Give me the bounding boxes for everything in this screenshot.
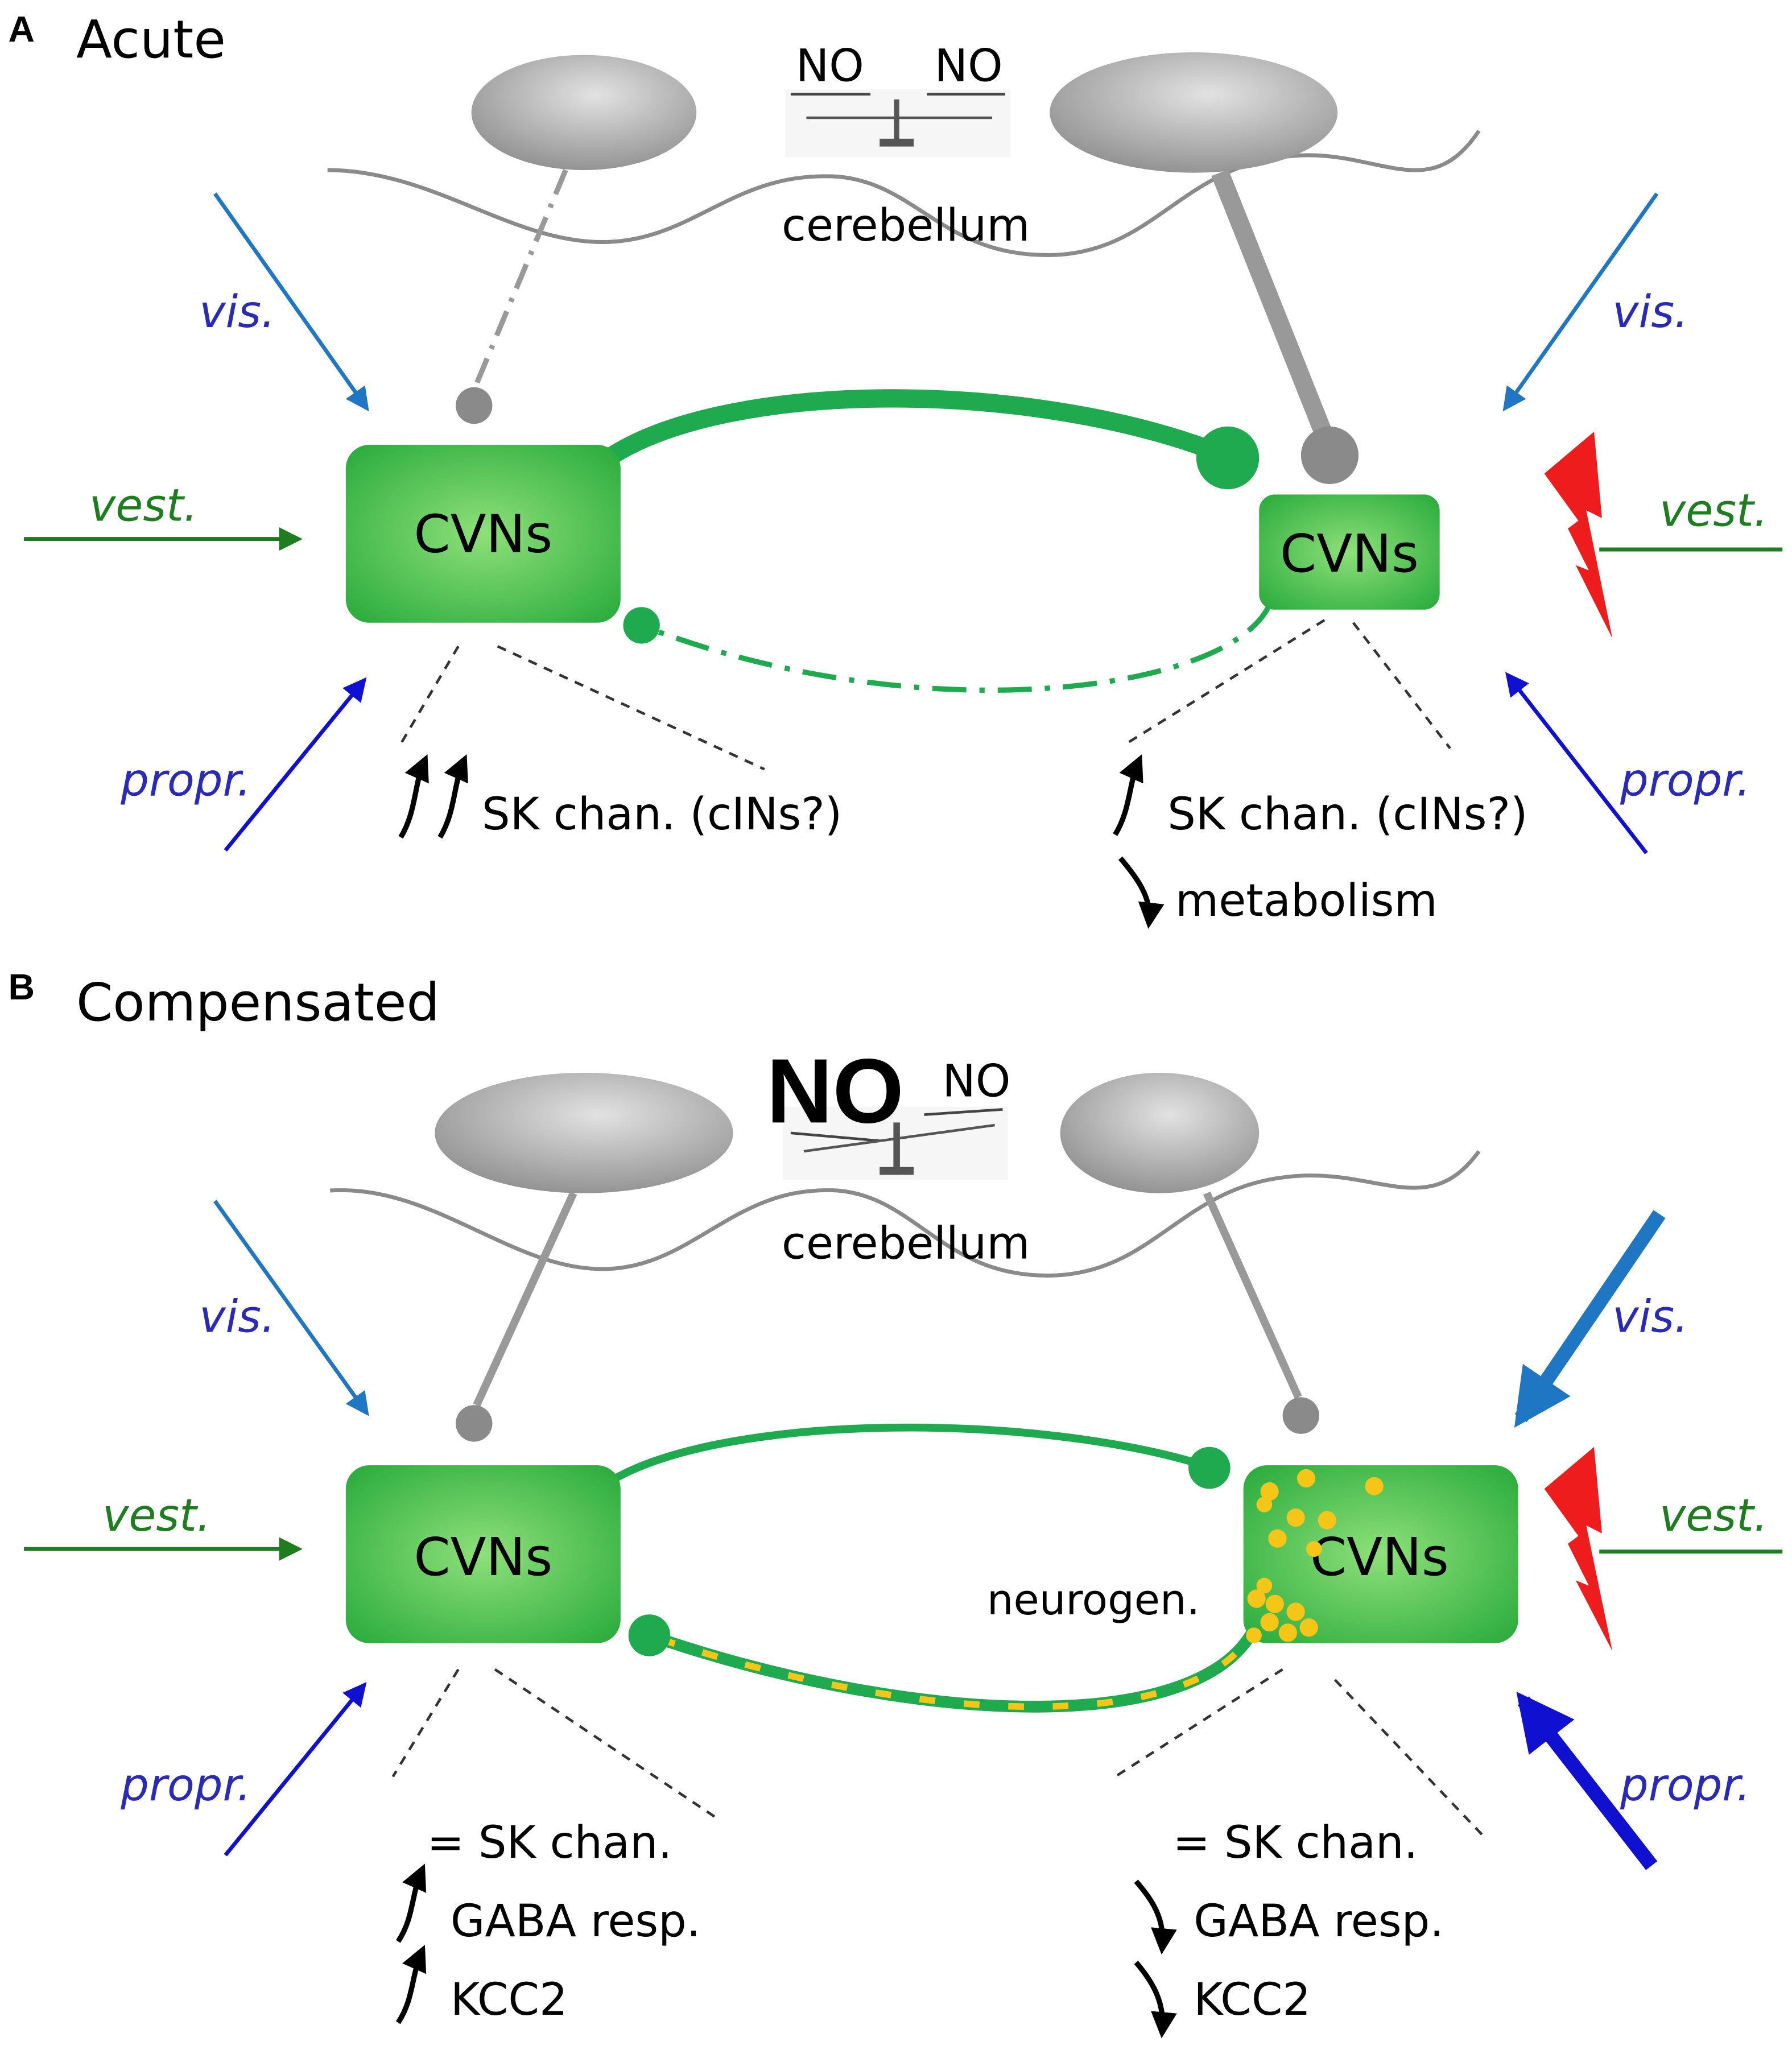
lightning-bolt-icon [1544,432,1613,639]
neurogenesis-dots [1246,1469,1384,1643]
propr-arrow-left [224,1682,367,1857]
purkinje-axon-right [1203,1191,1302,1399]
callout-line [497,645,765,771]
commissure-terminal-left [623,607,660,644]
propr-label-left: propr. [120,1759,251,1811]
purkinje-terminal-right [1282,1397,1320,1434]
propr-label-right: propr. [1620,754,1750,806]
vest-label-left: vest. [102,1490,211,1541]
note-right-1: = SK chan. [1172,1817,1418,1869]
callout-line [1122,619,1326,747]
note-left-2: GABA resp. [451,1895,701,1947]
up-arrow-icon [437,754,468,839]
callout-line [494,1668,719,1820]
cvn-box-left: CVNs [345,445,621,623]
purkinje-cell-right [1050,52,1338,173]
cvn-label-right: CVNs [1310,1527,1449,1588]
no-label-right: NO [942,1055,1010,1107]
purkinje-cell-left [435,1073,733,1193]
cvn-label-left: CVNs [414,1527,552,1588]
up-arrow-icon [395,1944,427,2024]
up-arrow-icon [395,1863,427,1943]
propr-label-right: propr. [1620,1759,1750,1811]
panel-title: Acute [76,9,226,70]
note-right-3: KCC2 [1194,1974,1311,2026]
purkinje-cell-left [471,55,697,170]
vis-arrow-left [213,1200,369,1416]
no-label-left: NO [796,40,864,92]
panel-letter: B [8,966,35,1007]
commissure-terminal-right [1196,426,1260,490]
purkinje-terminal-left [456,387,493,424]
vest-label-left: vest. [89,480,198,531]
purkinje-terminal-left [456,1405,493,1442]
note-left-1: = SK chan. [427,1817,672,1869]
vest-label-right: vest. [1659,1490,1768,1541]
no-label-right: NO [935,40,1003,92]
down-arrow-icon [1134,1961,1177,2039]
panel-a: A Acute cerebellum NO NO CVNs [8,9,1783,929]
cvn-label-left: CVNs [414,504,552,565]
cerebellum-label: cerebellum [782,200,1030,251]
cvn-box-left: CVNs [345,1465,621,1643]
balance-scale-icon [785,89,1011,157]
purkinje-axon-right-strong [1211,169,1336,446]
vis-arrow-right [1502,192,1659,412]
balance-scale-icon [783,1106,1008,1180]
panel-title: Compensated [76,972,440,1033]
callout-line [1352,622,1451,750]
vest-label-right: vest. [1659,485,1768,537]
neurogenesis-label: neurogen. [987,1576,1200,1625]
up-arrow-icon [398,754,429,839]
commissure-terminal-right [1188,1447,1231,1489]
vis-label-right: vis. [1612,286,1688,338]
lightning-bolt-icon [1544,1447,1613,1651]
commissure-right-to-left [647,1615,1265,1713]
purkinje-cell-right [1060,1073,1260,1193]
commissure-left-to-right [603,389,1234,465]
note-left-3: KCC2 [451,1974,568,2026]
purkinje-axon-left [473,1191,577,1407]
cerebellum-label: cerebellum [782,1218,1030,1270]
cvn-label-right: CVNs [1280,523,1419,584]
callout-line [1333,1679,1485,1838]
propr-label-left: propr. [120,754,251,806]
down-arrow-icon [1134,1879,1177,1955]
propr-arrow-right-strong [1516,1692,1658,1870]
up-arrow-icon [1113,754,1143,836]
callout-line [1114,1668,1283,1778]
note-right-2: metabolism [1175,875,1438,927]
cvn-box-right: CVNs [1243,1465,1518,1643]
purkinje-terminal-right [1300,426,1359,484]
vis-arrow-left [213,192,369,412]
note-right-1: SK chan. (cINs?) [1167,788,1527,840]
no-label-left-large: NO [766,1040,904,1142]
panel-letter: A [8,9,35,50]
cerebellum-outline [330,1150,1481,1278]
propr-arrow-right [1505,672,1648,854]
vis-label-left: vis. [199,286,275,338]
commissure-terminal-left [628,1614,671,1656]
propr-arrow-left [224,677,367,852]
panel-b: B Compensated cerebellum NO NO [8,966,1783,2039]
commissure-right-to-left-weak [640,603,1272,693]
note-left-1: SK chan. (cINs?) [482,788,842,840]
down-arrow-icon [1118,856,1165,929]
callout-line [391,1668,460,1778]
vis-label-right: vis. [1612,1291,1688,1342]
cvn-box-right: CVNs [1259,494,1440,610]
commissure-left-to-right [611,1423,1208,1482]
cerebellum-outline [327,130,1481,257]
purkinje-axon-left-weak [472,169,568,391]
vis-arrow-right-strong [1514,1210,1666,1428]
commissure-neurogenesis-overlay [648,1615,1262,1710]
note-right-2: GABA resp. [1194,1895,1444,1947]
vis-label-left: vis. [199,1291,275,1342]
callout-line [397,646,460,749]
